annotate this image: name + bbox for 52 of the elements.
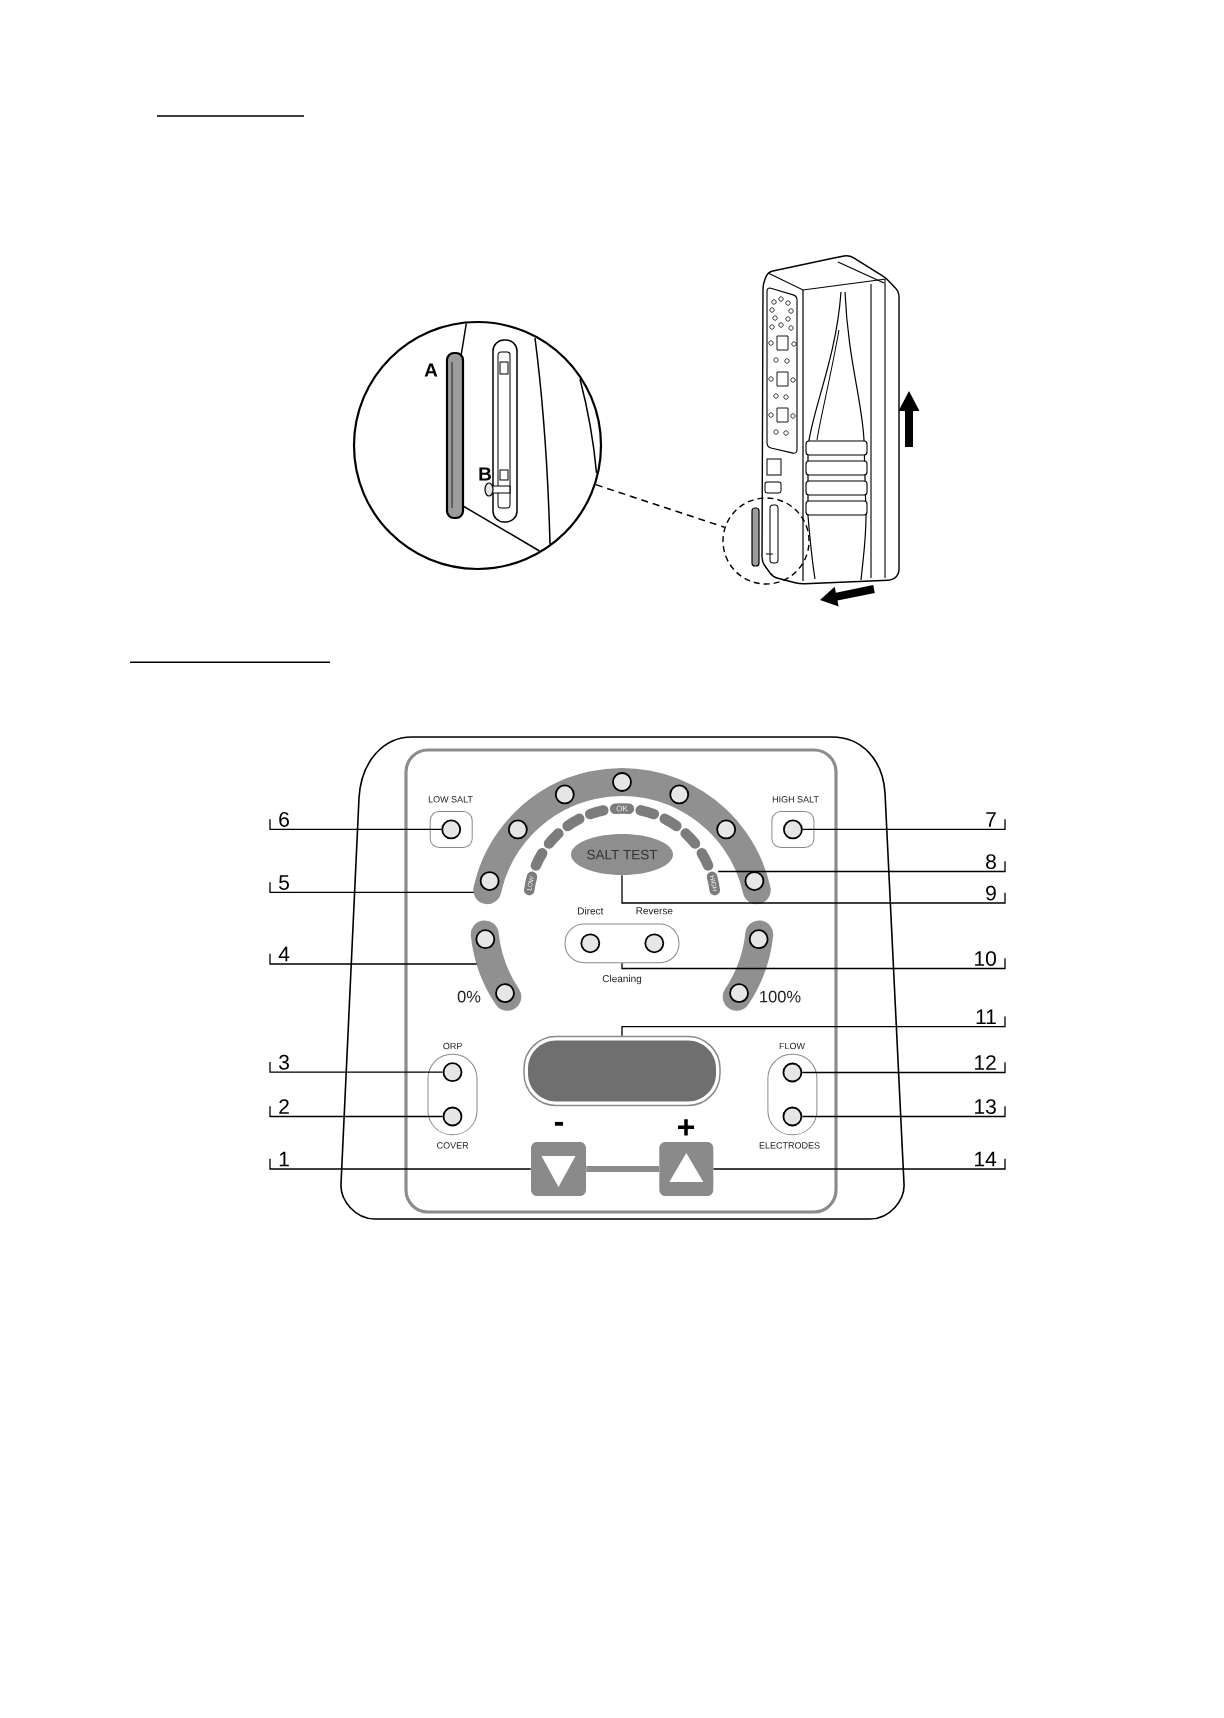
part-letter: B [479, 467, 491, 481]
leader-line [621, 957, 1006, 970]
callout-number: 11 [976, 1009, 996, 1024]
callout-number: 10 [975, 951, 996, 966]
part-letter: A [424, 363, 438, 377]
plus-sign: + [678, 1119, 695, 1136]
led [442, 1062, 463, 1083]
leader-line [621, 874, 1006, 904]
led-caption: HIGH SALT [772, 796, 819, 803]
led-caption: ELECTRODES [759, 1142, 820, 1149]
led-caption: Reverse [636, 907, 673, 915]
led [782, 1106, 803, 1127]
callout-number: 7 [986, 812, 996, 827]
callout-number: 9 [986, 885, 996, 901]
led-caption: ORP [443, 1042, 462, 1050]
led-caption: Direct [578, 907, 604, 915]
led-caption: COVER [437, 1142, 469, 1149]
minus-sign: - [554, 1121, 564, 1126]
leader-line [269, 881, 475, 894]
callout-number: 3 [279, 1054, 289, 1070]
scale-label: 100% [760, 990, 801, 1003]
display-screen [523, 1035, 721, 1107]
dashed-circle [722, 497, 810, 585]
led-caption: LOW SALT [428, 796, 473, 803]
leader-line [621, 1015, 1006, 1037]
callout-number: 6 [279, 812, 289, 827]
led [441, 819, 462, 840]
callout-number: 4 [278, 946, 290, 962]
leader-line [712, 1158, 1006, 1170]
scale-label: OK [616, 805, 628, 812]
leader-line [801, 1061, 1006, 1074]
led-caption: FLOW [779, 1042, 805, 1050]
callout-number: 1 [279, 1151, 289, 1167]
leader-line [269, 1105, 444, 1118]
led [442, 1106, 463, 1127]
leader-line [717, 860, 1006, 873]
led [783, 819, 803, 840]
callout-number: 14 [975, 1151, 997, 1167]
leader-line [269, 1158, 532, 1170]
dashed-line [595, 483, 726, 528]
callout-number: 13 [975, 1099, 996, 1114]
callout-number: 2 [279, 1099, 289, 1114]
leader-line [269, 1061, 444, 1073]
leader-line [269, 953, 478, 965]
led [782, 1062, 803, 1083]
callout-number: 5 [279, 875, 289, 890]
leader-line [801, 1105, 1006, 1118]
callout-number: 8 [986, 854, 996, 869]
callout-number: 12 [975, 1055, 996, 1070]
scale-label: 0% [457, 990, 481, 1003]
connector-bar [586, 1166, 660, 1172]
led-caption: Cleaning [602, 974, 642, 985]
